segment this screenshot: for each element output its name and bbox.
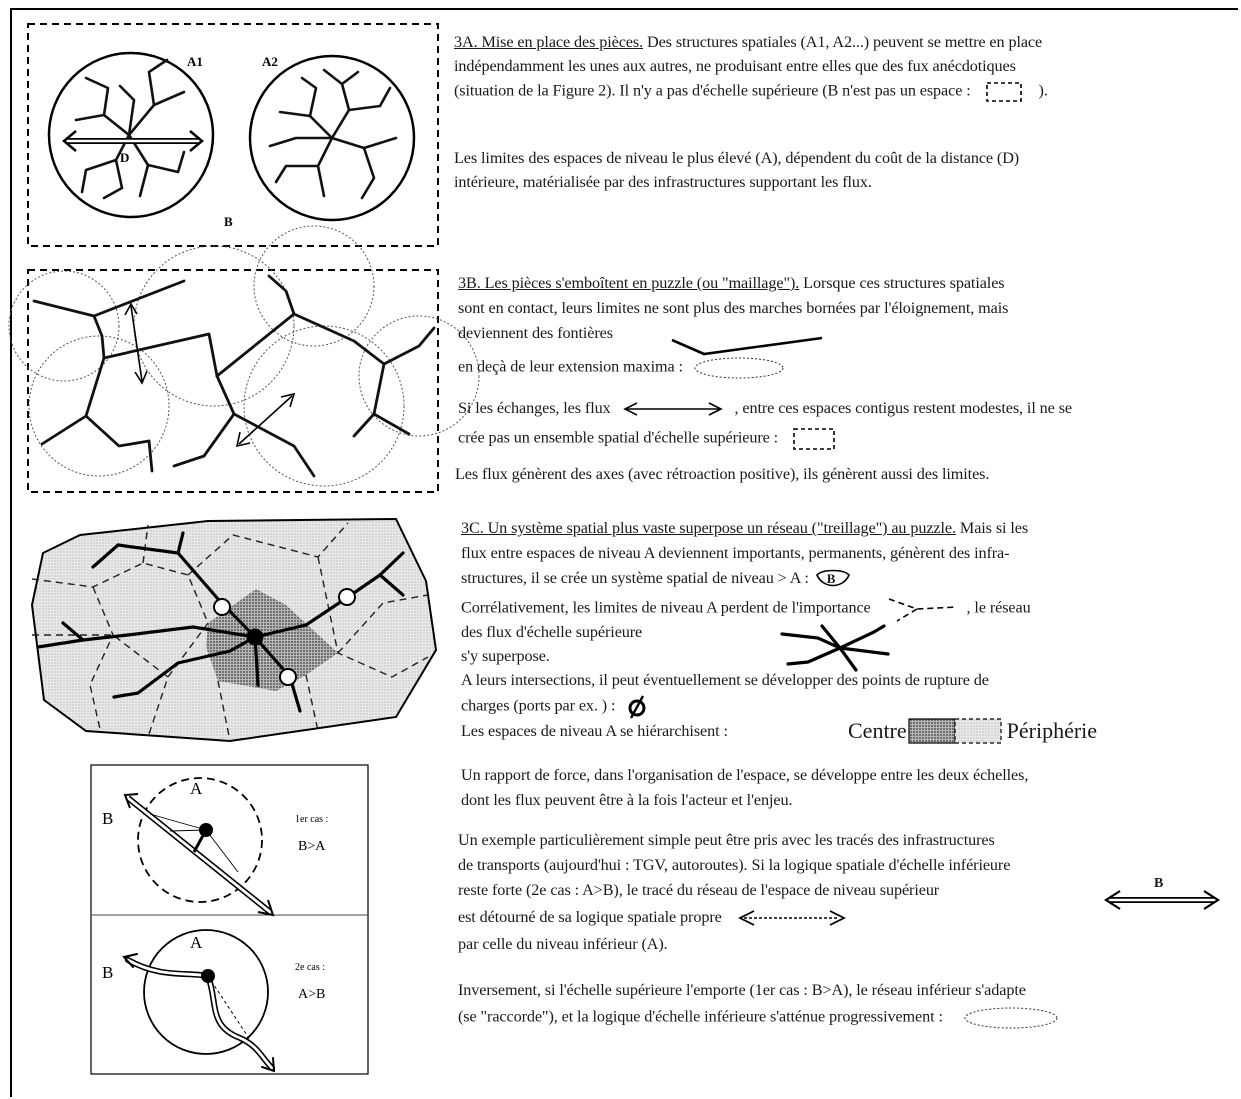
page-frame (10, 8, 1238, 1097)
dashed-space-icon-2 (793, 428, 835, 450)
s3c-line5: des flux d'échelle supérieure (461, 623, 643, 641)
s3c-p3-line3: reste forte (2e cas : A>B), le tracé du … (458, 881, 940, 899)
cases-frame (90, 764, 369, 1075)
centre-label: Centre (848, 718, 907, 743)
s3a-p2-line2: intérieure, matérialisée par des infrast… (454, 173, 872, 191)
hierarchy-legend: Centre Périphérie (848, 716, 1097, 746)
higher-system-icon: B (813, 569, 853, 589)
case2-label-b: B (102, 963, 113, 982)
frontier-lines (32, 274, 436, 478)
label-a1: A1 (187, 54, 203, 69)
s3c-p4-line2: (se "raccorde"), et la logique d'échelle… (458, 1005, 1063, 1031)
s3b-heading: 3B. Les pièces s'emboîtent en puzzle (ou… (458, 274, 800, 292)
figure-3b-dashed-frame (27, 269, 439, 493)
s3c-line8: charges (ports par ex. ) : (461, 694, 653, 720)
case1-node (199, 823, 213, 837)
central-space-polygon (206, 589, 338, 691)
s3b-line7: Les flux génèrent des axes (avec rétroac… (455, 465, 990, 483)
case2-a-circle (143, 929, 269, 1055)
s3c-heading: 3C. Un système spatial plus vaste superp… (461, 519, 956, 537)
figure-cases: A B 1er cas : B>A A B 2e cas : A>B (90, 764, 370, 1076)
figure-3a: A1 A2 D B (24, 20, 444, 250)
s3c-p3-line4: est détourné de sa logique spatiale prop… (458, 907, 856, 929)
case1-b-arrow (123, 793, 275, 917)
s3c-p2-line2: dont les flux peuvent être à la fois l'a… (461, 791, 793, 809)
space-a1-circle (47, 51, 215, 219)
break-point-east (338, 588, 356, 606)
break-point-north (213, 598, 231, 616)
s3a-p2-line1: Les limites des espaces de niveau le plu… (454, 149, 1020, 167)
case1-label-a: A (190, 779, 203, 798)
frontier-line-icon (671, 336, 823, 356)
s3c-line4: Corrélativement, les limites de niveau A… (461, 595, 1031, 623)
distance-d-arrow (62, 130, 204, 152)
centre-periphery-swatch (908, 718, 1002, 744)
central-node (246, 628, 264, 646)
s3c-line3: structures, il se crée un système spatia… (461, 568, 853, 590)
s3b-line6: crée pas un ensemble spatial d'échelle s… (458, 426, 842, 452)
s3c-line1: 3C. Un système spatial plus vaste superp… (461, 519, 1029, 537)
case1-a-circle (137, 777, 263, 903)
label-a2: A2 (262, 54, 278, 69)
space-a2-circle (248, 54, 416, 222)
case2-b-arrow (122, 953, 276, 1073)
s3c-line6: s'y superpose. (461, 647, 550, 665)
figure-3b (8, 225, 480, 496)
s3c-line2: flux entre espaces de niveau A deviennen… (461, 544, 1010, 562)
s3c-p3-line2: de transports (aujourd'hui : TGV, autoro… (458, 856, 1011, 874)
case2-relation: A>B (298, 987, 325, 1002)
s3a-line2: indépendamment les unes aux autres, ne p… (454, 57, 1016, 75)
s3b-line3: deviennent des fontières (458, 324, 613, 342)
peripherie-label: Périphérie (1006, 718, 1098, 743)
figure-3c (18, 515, 443, 747)
s3c-line9: Les espaces de niveau A se hiérarchisent… (461, 722, 728, 740)
s3a-heading: 3A. Mise en place des pièces. (454, 33, 644, 51)
s3b-line5: Si les échanges, les flux , entre ces es… (458, 399, 1072, 417)
case2-node (201, 969, 215, 983)
s3c-p3-line1: Un exemple particulièrement simple peut … (458, 831, 995, 849)
network-icon (780, 624, 890, 672)
break-point-south (279, 668, 297, 686)
case1-title: 1er cas : (295, 814, 328, 825)
case1-label-b: B (102, 809, 113, 828)
s3a-line3: (situation de la Figure 2). Il n'y a pas… (454, 80, 1048, 104)
a1-internal-network (74, 58, 186, 200)
extension-ellipse-icon (694, 357, 784, 379)
case2-label-a: A (190, 933, 203, 952)
a2-internal-network (268, 68, 398, 200)
weakened-boundary-icon (888, 598, 957, 622)
s3c-p3-line5: par celle du niveau inférieur (A). (458, 935, 668, 953)
attenuation-ellipse-icon (964, 1007, 1058, 1029)
s3c-p4-line1: Inversement, si l'échelle supérieure l'e… (458, 981, 1026, 999)
flux-arrows (124, 302, 296, 448)
s3b-line4: en deçà de leur extension maxima : (458, 355, 787, 381)
label-b: B (224, 214, 233, 229)
case2-title: 2e cas : (295, 962, 325, 973)
case1-relation: B>A (298, 839, 326, 854)
s3c-p2-line1: Un rapport de force, dans l'organisation… (461, 766, 1029, 784)
s3b-line1: 3B. Les pièces s'emboîtent en puzzle (ou… (458, 274, 1005, 292)
s3b-line2: sont en contact, leurs limites ne sont p… (458, 299, 1009, 317)
b-double-arrow: B (1100, 876, 1224, 910)
label-d: D (120, 150, 129, 165)
break-point-icon (628, 695, 646, 719)
s3a-line1: 3A. Mise en place des pièces. Des struct… (454, 33, 1043, 51)
level-a-boundaries (31, 522, 429, 742)
dotted-double-arrow-icon (737, 910, 846, 927)
dashed-space-icon (985, 82, 1022, 102)
flux-double-arrow-icon (622, 402, 723, 416)
figure-3a-dashed-frame (27, 23, 439, 247)
s3c-line7: A leurs intersections, il peut éventuell… (461, 671, 989, 689)
